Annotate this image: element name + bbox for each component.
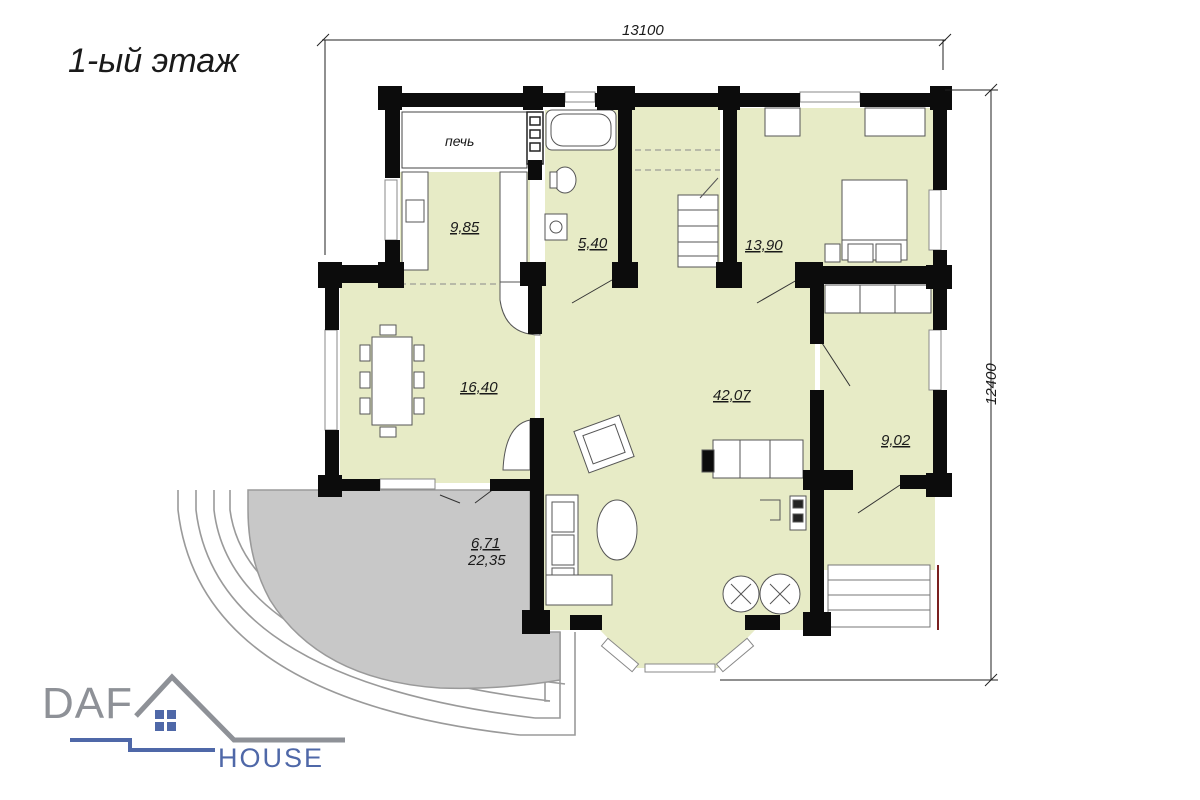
dimension-width-label: 13100 xyxy=(622,22,664,39)
dimension-width xyxy=(316,33,952,255)
area-kitchen: 9,85 xyxy=(450,219,480,236)
stove-label: печь xyxy=(445,133,474,149)
stairs xyxy=(677,177,719,268)
daf-house-logo: DAF HOUSE xyxy=(42,673,345,773)
area-study: 9,02 xyxy=(881,432,911,449)
bed xyxy=(764,107,926,263)
dimension-depth-label: 12400 xyxy=(983,363,1000,405)
area-terrace-a: 6,71 xyxy=(471,535,500,552)
zone-lines xyxy=(400,149,720,285)
dimension-depth xyxy=(720,83,998,687)
area-living: 42,07 xyxy=(713,387,751,404)
door-swings xyxy=(439,279,901,514)
terrace-area xyxy=(247,489,561,690)
room-labels: 9,85 5,40 13,90 16,40 42,07 9,02 6,71 22… xyxy=(450,219,911,569)
floor-title: 1-ый этаж xyxy=(68,42,239,80)
living-furniture xyxy=(545,414,807,615)
doors xyxy=(502,419,531,471)
logo-window-icon xyxy=(155,710,176,731)
area-bedroom: 13,90 xyxy=(745,237,783,254)
windows xyxy=(324,91,942,673)
walls xyxy=(318,86,952,636)
dining-table xyxy=(359,324,425,438)
logo-text-daf: DAF xyxy=(42,679,133,728)
logo-text-house: HOUSE xyxy=(218,743,324,773)
porch-steps xyxy=(827,564,931,628)
bathroom-fixtures xyxy=(544,109,617,241)
wardrobe xyxy=(824,284,932,314)
area-dining: 16,40 xyxy=(460,379,498,396)
area-terrace-b: 22,35 xyxy=(467,552,506,569)
appliance-icon xyxy=(526,111,544,165)
area-bathroom: 5,40 xyxy=(578,235,608,252)
